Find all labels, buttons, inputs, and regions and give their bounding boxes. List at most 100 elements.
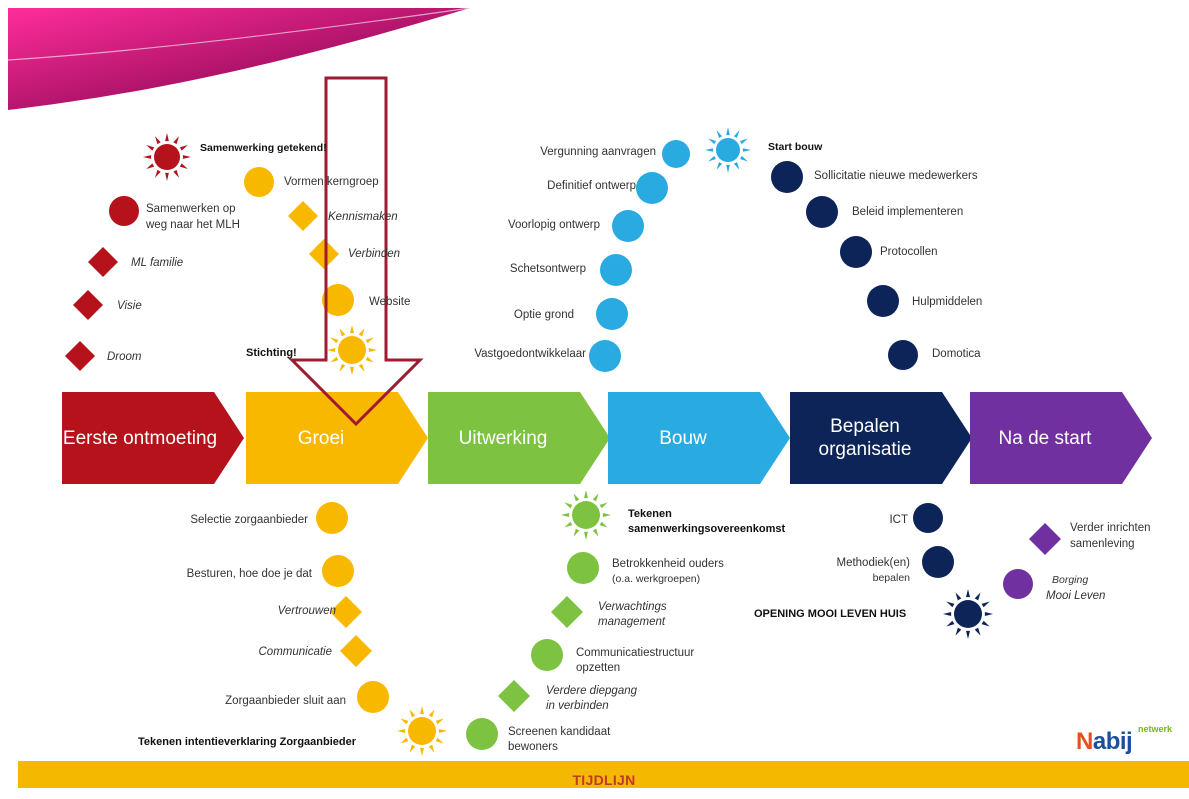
label-communicatiestructuur-2: opzetten [576, 662, 621, 674]
label-kennismaken: Kennismaken [328, 211, 398, 223]
milestone-dot [322, 555, 354, 587]
label-selectie: Selectie zorgaanbieder [190, 514, 308, 526]
label-protocollen: Protocollen [880, 246, 938, 258]
label-vergunning: Vergunning aanvragen [540, 146, 656, 158]
milestone-dot [531, 639, 563, 671]
label-opening: OPENING MOOI LEVEN HUIS [754, 608, 907, 620]
label-methodiek-2: bepalen [872, 572, 910, 584]
timeline-bar: TIJDLIJN [18, 761, 1189, 788]
phase-chevron [790, 392, 972, 484]
phase-chevron [62, 392, 244, 484]
label-samenwerken-op-weg-2: weg naar het MLH [146, 219, 240, 231]
sun-intentie-icon [397, 706, 447, 756]
label-methodiek-1: Methodiek(en) [836, 557, 910, 569]
milestone-diamond [330, 596, 362, 628]
phase-eerste-ontmoeting: Eerste ontmoeting [62, 427, 218, 449]
label-screenen-2: bewoners [508, 741, 558, 753]
label-vastgoed: Vastgoedontwikkelaar [474, 348, 586, 360]
label-visie: Visie [117, 300, 142, 312]
milestone-dot [316, 502, 348, 534]
label-betrokkenheid-1: Betrokkenheid ouders [612, 558, 724, 570]
milestone-diamond [1029, 523, 1061, 555]
milestone-dot [600, 254, 632, 286]
sun-start-bouw-icon [705, 127, 751, 173]
label-verwachtings-2: management [598, 616, 666, 628]
phase-chevron [608, 392, 790, 484]
label-sollicitatie: Sollicitatie nieuwe medewerkers [814, 170, 978, 182]
milestone-diamond [551, 596, 583, 628]
milestone-dot [771, 161, 803, 193]
label-samenwerken-op-weg-1: Samenwerken op [146, 203, 236, 215]
milestone-dot [913, 503, 943, 533]
label-ict: ICT [889, 514, 908, 526]
label-communicatie: Communicatie [258, 646, 333, 658]
label-domotica: Domotica [932, 348, 981, 360]
phase-bouw: Bouw [659, 427, 707, 449]
label-optie-grond: Optie grond [513, 309, 574, 321]
milestone-diamond [88, 247, 118, 277]
label-verdere-2: in verbinden [546, 700, 609, 712]
milestone-dot [840, 236, 872, 268]
milestone-diamond [498, 680, 530, 712]
sun-opening-icon [943, 589, 993, 639]
logo-sub: netwerk [1138, 724, 1173, 734]
label-schetsontwerp: Schetsontwerp [509, 263, 586, 275]
label-borging-1: Borging [1052, 574, 1089, 586]
milestone-dot [244, 167, 274, 197]
label-voorlopig: Voorlopig ontwerp [507, 219, 600, 231]
label-verder-1: Verder inrichten [1070, 522, 1151, 534]
sun-samenwerkingsovereenkomst-icon [561, 490, 611, 540]
label-beleid: Beleid implementeren [852, 206, 964, 218]
label-verbinden: Verbinden [348, 248, 401, 260]
label-samenwerking-getekend: Samenwerking getekend! [200, 142, 327, 154]
phase-groei: Groei [297, 427, 345, 449]
milestone-dot [888, 340, 918, 370]
label-vormen-kerngroep: Vormen kerngroep [284, 176, 379, 188]
label-verwachtings-1: Verwachtings [598, 601, 667, 613]
milestone-diamond [309, 239, 339, 269]
milestone-dot [596, 298, 628, 330]
label-website: Website [369, 296, 411, 308]
phase-na-de-start: Na de start [998, 427, 1092, 449]
label-tekenen-samenwerking-1: Tekenen [628, 508, 672, 520]
sun-samenwerking-icon [143, 133, 191, 181]
label-verder-2: samenleving [1070, 538, 1135, 550]
label-screenen-1: Screenen kandidaat [508, 726, 611, 738]
phase-bepalen-organisatie: Bepalen organisatie [818, 416, 912, 460]
phase-chevron [970, 392, 1152, 484]
milestone-dot [922, 546, 954, 578]
label-borging-2: Mooi Leven [1046, 590, 1106, 602]
phase-chevron [246, 392, 428, 484]
milestone-diamond [65, 341, 95, 371]
header-swoosh [8, 8, 470, 110]
label-vertrouwen: Vertrouwen [277, 605, 336, 617]
milestone-dot [567, 552, 599, 584]
phase-uitwerking: Uitwerking [458, 427, 548, 449]
label-droom: Droom [107, 351, 142, 363]
milestone-dot [466, 718, 498, 750]
milestone-dot [806, 196, 838, 228]
milestone-dot [662, 140, 690, 168]
logo-n: N [1076, 728, 1093, 755]
milestone-dot [357, 681, 389, 713]
milestone-dot [867, 285, 899, 317]
milestone-diamond [288, 201, 318, 231]
label-zorgaanbieder-sluit: Zorgaanbieder sluit aan [225, 695, 346, 707]
milestone-dot [322, 284, 354, 316]
nabij-logo: Nabij netwerk [1076, 720, 1176, 760]
label-communicatiestructuur-1: Communicatiestructuur [576, 647, 695, 659]
label-besturen: Besturen, hoe doe je dat [186, 568, 312, 580]
label-tekenen-samenwerking-2: samenwerkingsovereenkomst [628, 523, 786, 535]
milestone-dot [589, 340, 621, 372]
milestone-diamond [340, 635, 372, 667]
label-verdere-1: Verdere diepgang [546, 685, 638, 697]
milestone-diamond [73, 290, 103, 320]
label-definitief: Definitief ontwerp [547, 180, 636, 192]
milestone-dot [1003, 569, 1033, 599]
phase-chevron [428, 392, 610, 484]
sun-stichting-icon [327, 325, 377, 375]
label-stichting: Stichting! [246, 347, 297, 359]
milestone-dot [612, 210, 644, 242]
